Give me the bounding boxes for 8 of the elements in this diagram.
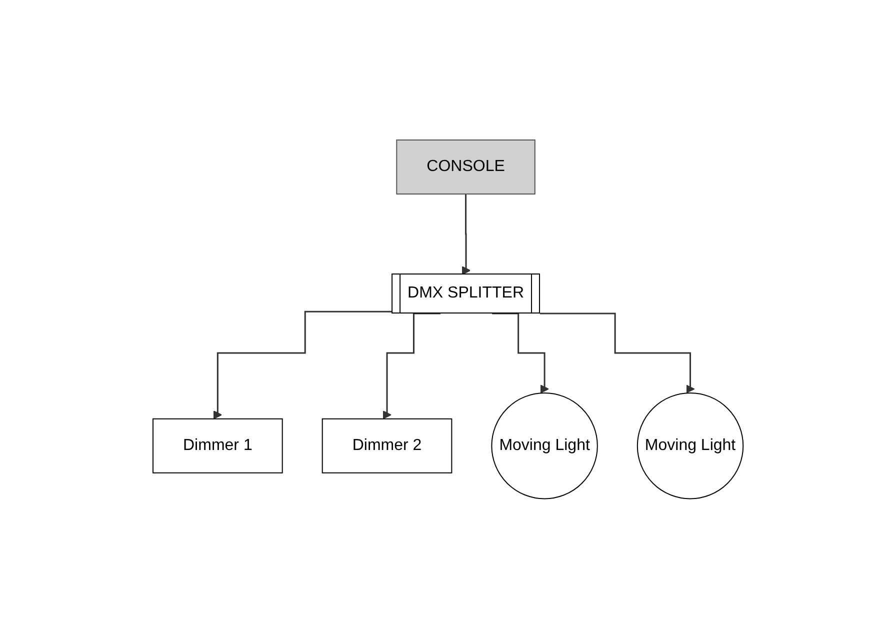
node-circle: Moving Light [636,392,744,500]
node-box: Dimmer 1 [152,418,283,474]
arrow [213,311,392,420]
arrow [540,312,695,394]
node-circle: Moving Light [491,392,598,500]
node-box: CONSOLE [396,140,536,195]
arrow [462,193,471,276]
node-box: Dimmer 2 [322,418,452,474]
